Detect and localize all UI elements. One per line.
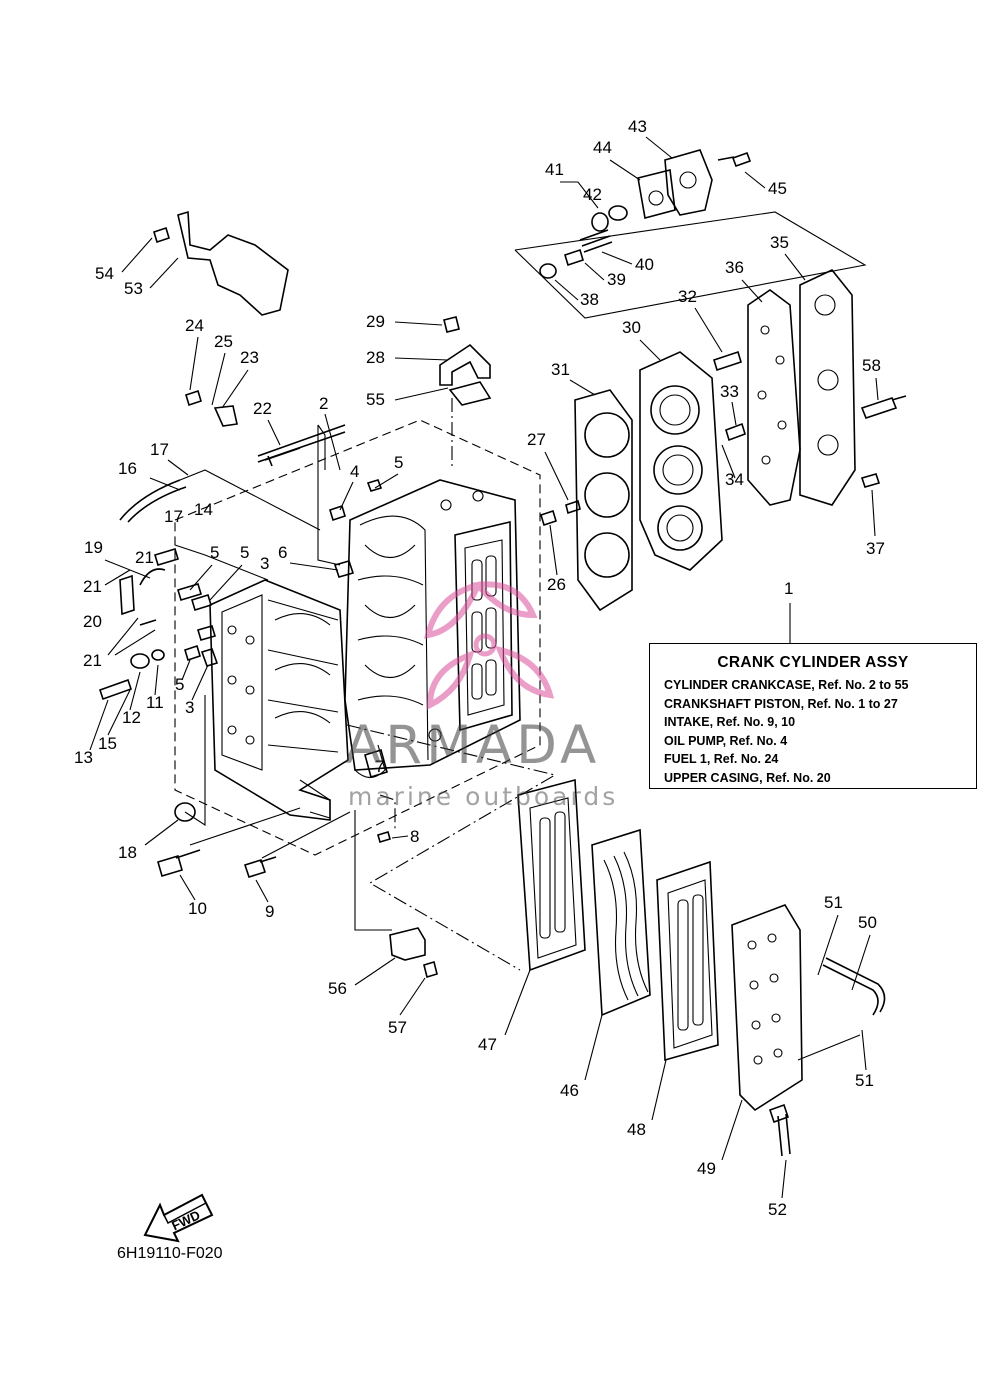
callout-43: 43 xyxy=(628,117,647,136)
callout-24: 24 xyxy=(185,316,204,335)
callout-39: 39 xyxy=(607,270,626,289)
callout-5c: 5 xyxy=(240,543,249,562)
callout-19: 19 xyxy=(84,538,103,557)
callout-35: 35 xyxy=(770,233,789,252)
callout-12: 12 xyxy=(122,708,141,727)
callout-45: 45 xyxy=(768,179,787,198)
callout-21c: 21 xyxy=(83,651,102,670)
callout-27: 27 xyxy=(527,430,546,449)
leader-lines xyxy=(174,398,861,1061)
callout-31: 31 xyxy=(551,360,570,379)
callout-5d: 5 xyxy=(175,675,184,694)
cylinder-block xyxy=(344,479,521,779)
assembly-boundary xyxy=(174,419,541,856)
callout-13: 13 xyxy=(74,748,93,767)
watermark-tagline: marine outboards xyxy=(348,782,619,811)
callout-33: 33 xyxy=(720,382,739,401)
legend-line: INTAKE, Ref. No. 9, 10 xyxy=(664,715,796,729)
callout-30: 30 xyxy=(622,318,641,337)
callout-47: 47 xyxy=(478,1035,497,1054)
legend-line: OIL PUMP, Ref. No. 4 xyxy=(664,733,788,748)
callout-40: 40 xyxy=(635,255,654,274)
callout-55: 55 xyxy=(366,390,385,409)
callout-42: 42 xyxy=(583,185,602,204)
callout-numbers: 43 44 41 42 45 40 39 38 35 36 32 30 31 3… xyxy=(74,117,885,1219)
callout-53: 53 xyxy=(124,279,143,298)
cylinder-head-stack xyxy=(565,269,907,612)
callout-28: 28 xyxy=(366,348,385,367)
callout-54: 54 xyxy=(95,264,114,283)
callout-21b: 21 xyxy=(83,577,102,596)
callout-5a: 5 xyxy=(394,453,403,472)
exhaust-cover-stack xyxy=(517,778,886,1157)
callout-8: 8 xyxy=(410,827,419,846)
callout-3b: 3 xyxy=(185,698,194,717)
callout-2: 2 xyxy=(319,394,328,413)
callout-4: 4 xyxy=(350,462,359,481)
callout-52: 52 xyxy=(768,1200,787,1219)
legend-line: UPPER CASING, Ref. No. 20 xyxy=(664,770,831,785)
callout-3a: 3 xyxy=(260,554,269,573)
legend-line: CYLINDER CRANKCASE, Ref. No. 2 to 55 xyxy=(664,678,909,692)
callout-32: 32 xyxy=(678,287,697,306)
callout-18: 18 xyxy=(118,843,137,862)
watermark-logo-icon xyxy=(423,580,555,710)
callout-25: 25 xyxy=(214,332,233,351)
callout-56: 56 xyxy=(328,979,347,998)
callout-51a: 51 xyxy=(824,893,843,912)
watermark-brand: ARMADA xyxy=(345,715,601,776)
callout-29: 29 xyxy=(366,312,385,331)
callout-48: 48 xyxy=(627,1120,646,1139)
diagram-code: 6H19110-F020 xyxy=(117,1245,223,1262)
legend-line: CRANKSHAFT PISTON, Ref. No. 1 to 27 xyxy=(664,696,898,711)
bracket-plate xyxy=(153,210,289,316)
legend-title: CRANK CYLINDER ASSY xyxy=(717,654,909,671)
callout-14: 14 xyxy=(194,500,213,519)
small-fittings xyxy=(98,389,557,979)
callout-20: 20 xyxy=(83,612,102,631)
legend-box: CRANK CYLINDER ASSY CYLINDER CRANKCASE, … xyxy=(649,643,977,789)
callout-57: 57 xyxy=(388,1018,407,1037)
callout-26: 26 xyxy=(547,575,566,594)
callout-17b: 17 xyxy=(164,507,183,526)
callout-17a: 17 xyxy=(150,440,169,459)
callout-7: 7 xyxy=(375,757,384,776)
callout-36: 36 xyxy=(725,258,744,277)
callout-22: 22 xyxy=(253,399,272,418)
callout-15: 15 xyxy=(98,734,117,753)
fwd-arrow-icon: FWD xyxy=(143,1193,214,1243)
callout-leaders xyxy=(89,136,879,1199)
callout-49: 49 xyxy=(697,1159,716,1178)
callout-50: 50 xyxy=(858,913,877,932)
oil-pump-group xyxy=(514,149,867,319)
callout-38: 38 xyxy=(580,290,599,309)
callout-37: 37 xyxy=(866,539,885,558)
callout-16: 16 xyxy=(118,459,137,478)
callout-11: 11 xyxy=(146,693,164,712)
callout-6: 6 xyxy=(278,543,287,562)
callout-21a: 21 xyxy=(135,548,154,567)
callout-5b: 5 xyxy=(210,543,219,562)
callout-58: 58 xyxy=(862,356,881,375)
legend-line: FUEL 1, Ref. No. 24 xyxy=(664,752,779,766)
callout-23: 23 xyxy=(240,348,259,367)
callout-34: 34 xyxy=(725,470,744,489)
callout-9: 9 xyxy=(265,902,274,921)
callout-41: 41 xyxy=(545,160,564,179)
thermostat-bracket xyxy=(439,316,492,406)
callout-51b: 51 xyxy=(855,1071,874,1090)
callout-44: 44 xyxy=(593,138,612,157)
callout-46: 46 xyxy=(560,1081,579,1100)
callout-1: 1 xyxy=(784,579,793,598)
callout-10: 10 xyxy=(188,899,207,918)
crankcase-left-half xyxy=(209,579,349,821)
